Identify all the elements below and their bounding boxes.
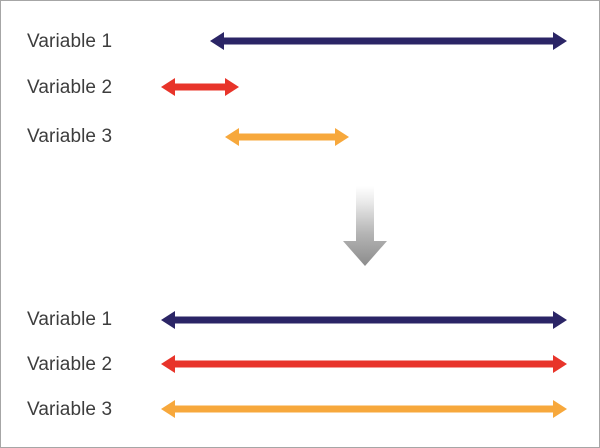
top-row-3-arrow <box>225 128 349 146</box>
bottom-row-2-arrow <box>161 355 567 373</box>
bottom-row-2-label: Variable 2 <box>27 354 113 375</box>
top-row-2-label: Variable 2 <box>27 77 113 98</box>
double-headed-arrow-orange-long <box>161 400 567 418</box>
double-headed-arrow-orange-short <box>225 128 349 146</box>
bottom-row-3-arrow <box>161 400 567 418</box>
top-row-2-arrow <box>161 78 239 96</box>
top-row-1-label: Variable 1 <box>27 31 113 52</box>
top-row-3-label: Variable 3 <box>27 126 113 147</box>
double-headed-arrow-navy-short <box>210 32 567 50</box>
bottom-row-3-label: Variable 3 <box>27 399 113 420</box>
bottom-row-1-label: Variable 1 <box>27 309 113 330</box>
down-arrow-shape <box>343 186 387 266</box>
downward-gradient-arrow <box>343 186 387 266</box>
double-headed-arrow-navy-long <box>161 311 567 329</box>
double-headed-arrow-red-long <box>161 355 567 373</box>
bottom-row-1-arrow <box>161 311 567 329</box>
double-headed-arrow-red-short <box>161 78 239 96</box>
top-row-1-arrow <box>210 32 567 50</box>
